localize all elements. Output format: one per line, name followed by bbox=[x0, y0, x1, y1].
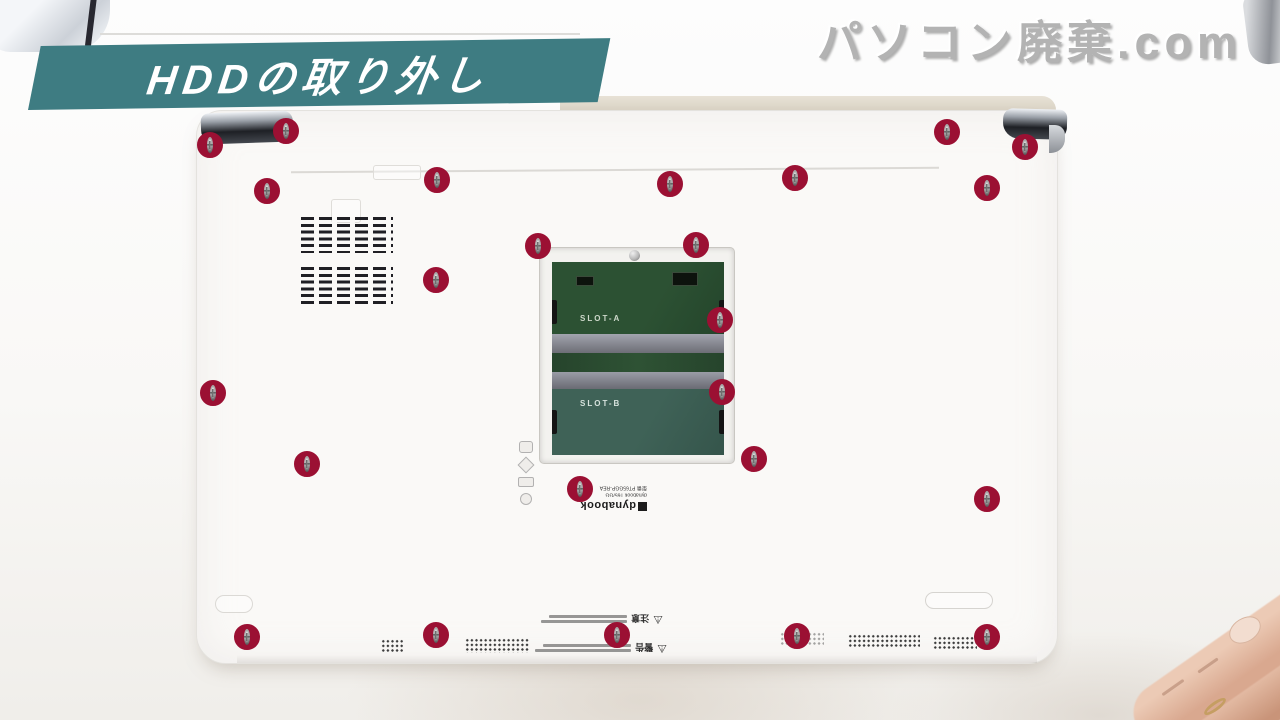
bottom-edge-shadow bbox=[237, 655, 1037, 663]
warning-text: 警告 bbox=[635, 642, 654, 653]
speaker-grille bbox=[848, 634, 920, 648]
ram-slot-a: SLOT-A bbox=[552, 262, 724, 334]
caution-label: ⚠ 注意 bbox=[523, 607, 663, 631]
speaker-grille bbox=[381, 639, 403, 653]
slot-b-label: SLOT-B bbox=[580, 399, 622, 408]
regulatory-icon bbox=[518, 477, 534, 487]
right-hinge-cap bbox=[1049, 125, 1065, 153]
air-vent bbox=[301, 267, 393, 307]
ram-connector bbox=[552, 372, 724, 389]
warning-triangle-icon: ⚠ bbox=[657, 642, 667, 655]
latch-outline bbox=[215, 595, 253, 613]
speaker-grille bbox=[933, 636, 977, 650]
banner-title: HDDの取り外し bbox=[144, 52, 494, 104]
chip bbox=[576, 276, 594, 286]
retention-clip bbox=[719, 300, 724, 324]
chip bbox=[672, 272, 698, 286]
warning-triangle-icon: ⚠ bbox=[653, 613, 663, 626]
retention-clip bbox=[552, 300, 557, 324]
air-vent bbox=[301, 217, 393, 253]
screw-head bbox=[629, 250, 640, 261]
brand-name: dynabook bbox=[580, 499, 636, 511]
fine-print bbox=[541, 615, 628, 623]
metal-tool bbox=[1241, 0, 1280, 67]
hand bbox=[1100, 573, 1280, 720]
ram-connector bbox=[552, 334, 724, 353]
memory-pcb: SLOT-A SLOT-B bbox=[552, 262, 724, 455]
caution-text: 注意 bbox=[631, 613, 650, 624]
model-number: dynabook T65/GG bbox=[605, 491, 647, 497]
regulatory-icon bbox=[517, 456, 535, 474]
brand-label: dynabook dynabook T65/GG 型番 PT65GGP-REA bbox=[557, 485, 647, 515]
speaker-grille bbox=[780, 632, 824, 645]
retention-clip bbox=[552, 410, 557, 434]
regulatory-icon bbox=[520, 493, 532, 505]
laptop-bottom-case: SLOT-A SLOT-B d bbox=[196, 108, 1068, 664]
retention-clip bbox=[719, 410, 724, 434]
brand-logo-icon bbox=[638, 502, 647, 511]
panel-cutout bbox=[373, 165, 421, 180]
watermark-text: パソコン廃棄.com bbox=[816, 17, 1242, 68]
slot-a-label: SLOT-A bbox=[580, 314, 622, 323]
title-banner: HDDの取り外し bbox=[28, 38, 611, 110]
speaker-grille bbox=[465, 638, 529, 653]
fine-print bbox=[535, 644, 632, 652]
model-code: 型番 PT65GGP-REA bbox=[599, 484, 647, 490]
ram-slot-b: SLOT-B bbox=[552, 389, 724, 455]
pcb-strip bbox=[552, 353, 724, 372]
regulatory-icon bbox=[519, 441, 533, 453]
latch-outline bbox=[925, 592, 993, 609]
left-hinge bbox=[200, 110, 294, 145]
memory-compartment: SLOT-A SLOT-B bbox=[539, 247, 735, 464]
regulatory-marks bbox=[509, 429, 543, 505]
lid-edge-line bbox=[100, 33, 580, 35]
